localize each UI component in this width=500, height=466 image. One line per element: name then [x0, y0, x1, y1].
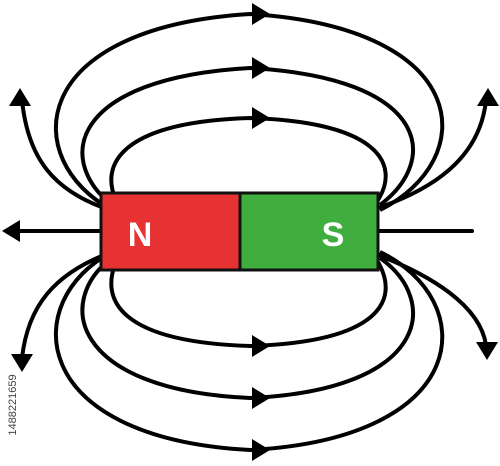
- field-line-north-upper: [20, 98, 106, 210]
- field-direction-arrows: [252, 3, 270, 461]
- south-pole-label: S: [322, 216, 345, 254]
- arrow-icon: [252, 439, 270, 461]
- field-line-south-lower: [376, 253, 488, 347]
- field-lines-upper: [54, 11, 445, 212]
- bar-magnet: N S: [99, 191, 380, 272]
- south-pole: [238, 191, 380, 272]
- arrow-icon: [252, 387, 270, 409]
- field-loop-upper-inner: [109, 115, 388, 202]
- arrow-down-icon: [476, 342, 498, 360]
- arrow-down-icon: [11, 354, 33, 372]
- arrow-icon: [252, 107, 270, 129]
- field-lines-lower: [54, 250, 445, 453]
- arrow-up-icon: [477, 88, 499, 106]
- field-loop-upper-middle: [80, 65, 415, 207]
- arrow-up-icon: [9, 88, 31, 106]
- arrow-icon: [252, 57, 270, 79]
- arrow-icon: [252, 3, 270, 25]
- stock-id-text: 1488221659: [7, 374, 19, 436]
- field-line-south-upper: [376, 98, 488, 210]
- field-loop-lower-inner: [109, 260, 388, 349]
- north-pole: [99, 191, 242, 272]
- arrow-icon: [252, 335, 270, 357]
- field-loop-lower-middle: [80, 256, 415, 401]
- open-line-arrows: [2, 88, 499, 372]
- field-loop-upper-outer: [54, 11, 445, 212]
- north-pole-label: N: [128, 216, 153, 254]
- field-loop-lower-outer: [54, 250, 445, 453]
- arrow-left-icon: [2, 220, 20, 242]
- field-line-north-lower: [20, 253, 106, 360]
- field-lines-open: [12, 98, 488, 360]
- stock-id-watermark: 1488221659: [6, 350, 20, 460]
